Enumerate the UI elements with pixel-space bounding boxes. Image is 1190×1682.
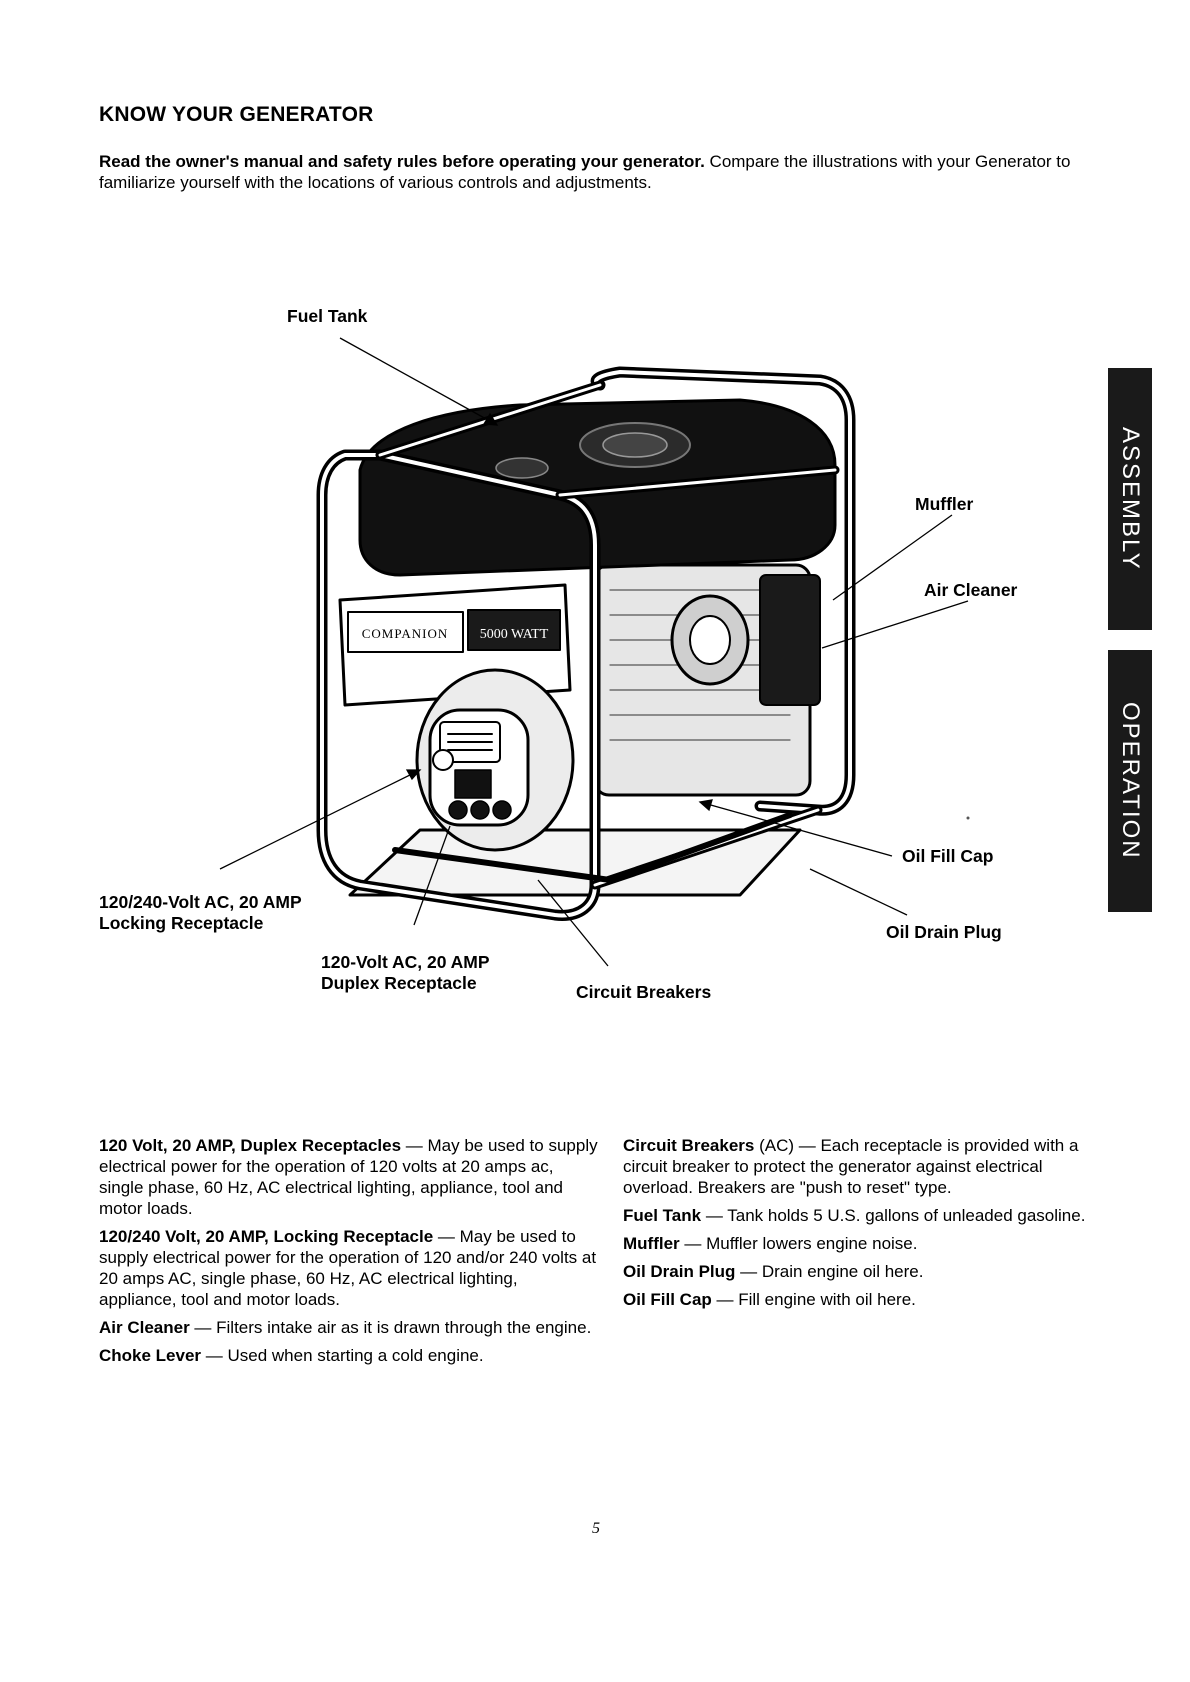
- page-title: KNOW YOUR GENERATOR: [99, 103, 374, 126]
- desc-term: Muffler: [623, 1234, 680, 1253]
- label-oil-drain-plug: Oil Drain Plug: [886, 922, 1002, 942]
- brand-plate-text: COMPANION: [362, 626, 449, 641]
- label-duplex-line1: 120-Volt AC, 20 AMP: [321, 952, 490, 972]
- desc-text: — May be used to supply electrical power…: [99, 1227, 597, 1309]
- tab-operation[interactable]: OPERATION: [1108, 650, 1152, 912]
- label-duplex-line2: Duplex Receptacle: [321, 973, 477, 993]
- desc-text: (AC) — Each receptacle is provided with …: [623, 1136, 1079, 1197]
- desc-term: Choke Lever: [99, 1346, 202, 1365]
- wattage-plate-text: 5000 WATT: [480, 627, 549, 642]
- desc-item: 120 Volt, 20 AMP, Duplex Receptacles — M…: [99, 1135, 599, 1219]
- page-number: 5: [592, 1520, 600, 1537]
- label-locking-line2: Locking Receptacle: [99, 913, 264, 933]
- desc-term: Oil Fill Cap: [623, 1290, 712, 1309]
- label-locking-line1: 120/240-Volt AC, 20 AMP: [99, 892, 302, 912]
- desc-term: Air Cleaner: [99, 1318, 190, 1337]
- intro-bold-text: Read the owner's manual and safety rules…: [99, 152, 705, 171]
- desc-item: Oil Drain Plug — Drain engine oil here.: [623, 1261, 1093, 1282]
- label-muffler: Muffler: [915, 494, 974, 514]
- tab-operation-label: OPERATION: [1117, 702, 1144, 860]
- label-circuit-breakers: Circuit Breakers: [576, 982, 712, 1002]
- tab-assembly-label: ASSEMBLY: [1117, 427, 1144, 571]
- desc-term: Circuit Breakers: [623, 1136, 755, 1155]
- label-oil-fill-cap: Oil Fill Cap: [902, 846, 994, 866]
- label-air-cleaner: Air Cleaner: [924, 580, 1018, 600]
- desc-text: — May be used to supply electrical power…: [99, 1136, 598, 1218]
- desc-item: Oil Fill Cap — Fill engine with oil here…: [623, 1289, 1093, 1310]
- label-duplex-receptacle: 120-Volt AC, 20 AMP Duplex Receptacle: [321, 952, 490, 994]
- desc-item: Air Cleaner — Filters intake air as it i…: [99, 1317, 599, 1338]
- desc-text: — Muffler lowers engine noise.: [679, 1234, 918, 1253]
- desc-text: — Drain engine oil here.: [735, 1262, 924, 1281]
- desc-term: 120/240 Volt, 20 AMP, Locking Receptacle: [99, 1227, 434, 1246]
- desc-item: 120/240 Volt, 20 AMP, Locking Receptacle…: [99, 1226, 599, 1310]
- desc-term: Fuel Tank: [623, 1206, 702, 1225]
- desc-text: — Used when starting a cold engine.: [201, 1346, 484, 1365]
- desc-item: Circuit Breakers (AC) — Each receptacle …: [623, 1135, 1093, 1198]
- descriptions-left-column: 120 Volt, 20 AMP, Duplex Receptacles — M…: [99, 1135, 599, 1373]
- desc-item: Muffler — Muffler lowers engine noise.: [623, 1233, 1093, 1254]
- label-fuel-tank: Fuel Tank: [287, 306, 368, 326]
- desc-item: Fuel Tank — Tank holds 5 U.S. gallons of…: [623, 1205, 1093, 1226]
- descriptions-right-column: Circuit Breakers (AC) — Each receptacle …: [623, 1135, 1093, 1317]
- desc-term: 120 Volt, 20 AMP, Duplex Receptacles: [99, 1136, 402, 1155]
- label-locking-receptacle: 120/240-Volt AC, 20 AMP Locking Receptac…: [99, 892, 302, 934]
- desc-text: — Tank holds 5 U.S. gallons of unleaded …: [701, 1206, 1086, 1225]
- desc-term: Oil Drain Plug: [623, 1262, 736, 1281]
- intro-paragraph: Read the owner's manual and safety rules…: [99, 151, 1099, 193]
- tab-assembly[interactable]: ASSEMBLY: [1108, 368, 1152, 630]
- desc-item: Choke Lever — Used when starting a cold …: [99, 1345, 599, 1366]
- oil-fill-marker-dot: [966, 816, 970, 820]
- desc-text: — Fill engine with oil here.: [711, 1290, 916, 1309]
- desc-text: — Filters intake air as it is drawn thro…: [189, 1318, 592, 1337]
- intro-text: Compare the illustrations with your Gene…: [99, 152, 1071, 192]
